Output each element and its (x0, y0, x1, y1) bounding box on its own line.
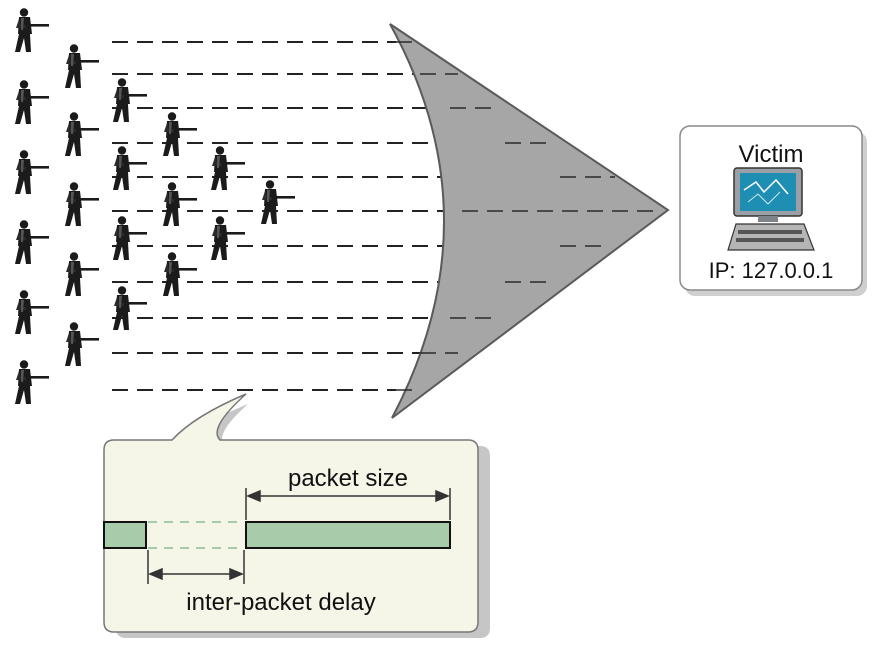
soldier-icon (163, 112, 197, 156)
soldier-icon (163, 252, 197, 296)
soldier-icon (65, 182, 99, 226)
soldier-icon (15, 80, 49, 124)
soldier-icon (261, 180, 295, 224)
soldier-icon (113, 286, 147, 330)
soldier-icon (211, 216, 245, 260)
packet-segment (103, 521, 147, 549)
soldier-icon (211, 146, 245, 190)
soldier-icon (65, 252, 99, 296)
soldier-icon (163, 182, 197, 226)
packet-callout: packet size inter-packet delay (103, 393, 490, 638)
soldier-icon (15, 220, 49, 264)
soldier-icon (65, 44, 99, 88)
soldier-icon (15, 290, 49, 334)
soldier-icon (15, 8, 49, 53)
soldier-icon (15, 360, 49, 404)
soldier-icon (65, 112, 99, 156)
convergence-funnel (389, 23, 670, 419)
computer-icon (727, 167, 815, 251)
inter-packet-delay-label: inter-packet delay (186, 589, 375, 616)
victim-box: Victim IP: 127.0.0.1 (679, 125, 867, 296)
attacker-group (15, 8, 295, 404)
packet-size-label: packet size (288, 465, 408, 492)
soldier-icon (113, 78, 147, 122)
soldier-icon (15, 150, 49, 194)
soldier-icon (113, 146, 147, 190)
soldier-icon (65, 322, 99, 366)
packet-segment (245, 521, 451, 549)
victim-ip-label: IP: 127.0.0.1 (709, 258, 834, 283)
soldier-icon (113, 216, 147, 260)
victim-title: Victim (739, 141, 804, 168)
